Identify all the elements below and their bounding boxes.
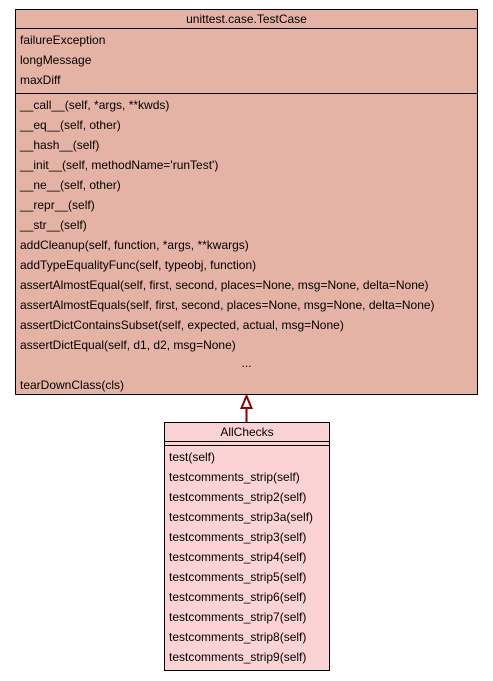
method-row: __call__(self, *args, **kwds)	[20, 98, 170, 112]
derived-class-methods: test(self) testcomments_strip(self)testco…	[165, 446, 329, 667]
method-row: testcomments_strip8(self)	[169, 630, 307, 644]
method-row: assertAlmostEqual(self, first, second, p…	[20, 278, 429, 292]
method-row: testcomments_strip5(self)	[169, 570, 307, 584]
method-row: __init__(self, methodName='runTest')	[20, 158, 219, 172]
method-row: testcomments_strip9(self)	[169, 650, 307, 664]
method-row: __str__(self)	[20, 218, 87, 232]
method-row: testcomments_strip3(self)	[169, 530, 307, 544]
attribute-row: longMessage	[20, 53, 92, 67]
attribute-row: failureException	[20, 33, 106, 47]
method-row: __hash__(self)	[20, 138, 100, 152]
method-row: testcomments_strip4(self)	[169, 550, 307, 564]
method-row: testcomments_strip(self)	[169, 470, 300, 484]
derived-class-box: AllChecks test(self) testcomments_strip(s…	[164, 422, 330, 671]
method-row: testcomments_strip7(self)	[169, 610, 307, 624]
method-row: __eq__(self, other)	[20, 118, 121, 132]
method-row: __repr__(self)	[20, 198, 95, 212]
method-row: addTypeEqualityFunc(self, typeobj, funct…	[20, 258, 257, 272]
derived-class-attributes	[165, 442, 329, 446]
method-row: testcomments_strip3a(self)	[169, 510, 314, 524]
derived-class-title: AllChecks	[165, 423, 329, 442]
ellipsis-row: ...	[241, 356, 252, 370]
method-row: assertAlmostEquals(self, first, second, …	[20, 298, 435, 312]
method-row: testcomments_strip6(self)	[169, 590, 307, 604]
base-class-methods: __call__(self, *args, **kwds) __eq__(self…	[16, 94, 477, 395]
attribute-row: maxDiff	[20, 73, 61, 87]
method-row: addCleanup(self, function, *args, **kwar…	[20, 238, 249, 252]
base-class-box: unittest.case.TestCase failureException l…	[15, 9, 478, 395]
base-class-attributes: failureException longMessage maxDiff	[16, 29, 477, 94]
base-class-title: unittest.case.TestCase	[16, 10, 477, 29]
inheritance-arrowhead	[240, 393, 253, 409]
method-row: __ne__(self, other)	[20, 178, 121, 192]
method-row: test(self)	[169, 450, 216, 464]
method-row: assertDictContainsSubset(self, expected,…	[20, 318, 344, 332]
method-row: assertDictEqual(self, d1, d2, msg=None)	[20, 338, 236, 352]
method-row: testcomments_strip2(self)	[169, 490, 307, 504]
method-row: tearDownClass(cls)	[20, 378, 125, 392]
